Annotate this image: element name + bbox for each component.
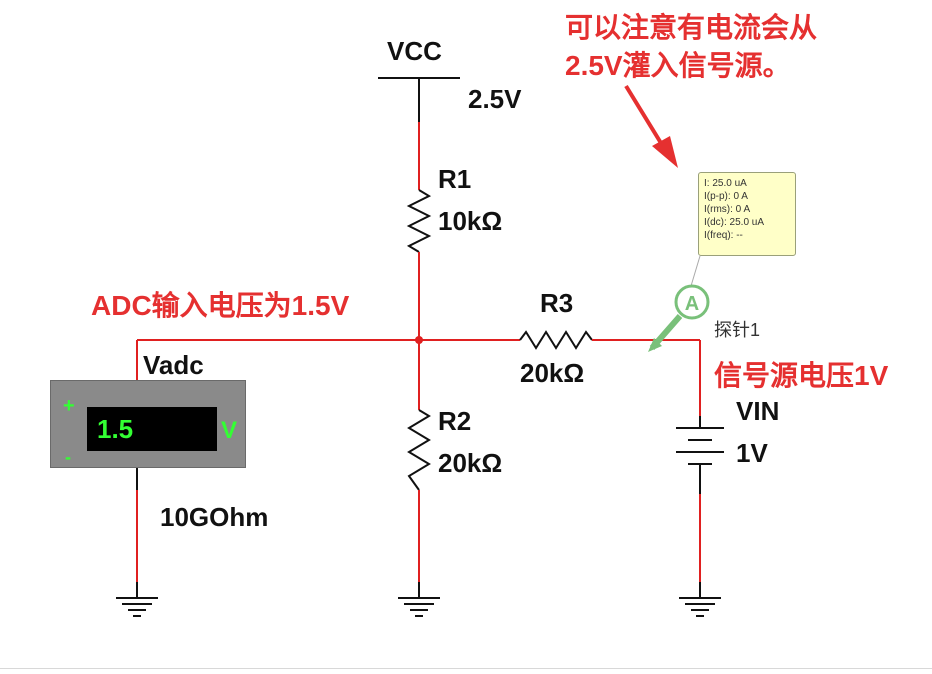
probe-circle[interactable] bbox=[674, 284, 710, 320]
probe-name: 探针1 bbox=[714, 320, 761, 340]
source-voltage-note: 信号源电压1V bbox=[714, 360, 889, 391]
probe-readout-dc: I(dc): 25.0 uA bbox=[704, 217, 765, 228]
probe-symbol: A bbox=[685, 293, 699, 315]
probe-readout-freq: I(freq): -- bbox=[704, 230, 743, 241]
r2-value: 20kΩ bbox=[438, 448, 503, 478]
annotation-arrow-shaft bbox=[624, 84, 666, 150]
voltmeter[interactable]: + - 1.5 V bbox=[50, 380, 246, 468]
probe-readout-tooltip: I: 25.0 uA I(p-p): 0 A I(rms): 0 A I(dc)… bbox=[698, 172, 796, 256]
probe-readout-current: I: 25.0 uA bbox=[704, 178, 747, 189]
top-note-line1: 可以注意有电流会从 bbox=[565, 12, 818, 43]
meter-plus-terminal: + bbox=[63, 395, 75, 417]
probe-readout-rms: I(rms): 0 A bbox=[704, 204, 751, 215]
meter-display: 1.5 bbox=[87, 407, 217, 451]
r3-label: R3 bbox=[540, 288, 574, 318]
ground-symbol-r2 bbox=[398, 597, 440, 617]
probe-needle-tip bbox=[648, 338, 662, 352]
r3-value: 20kΩ bbox=[520, 358, 585, 388]
r2-resistor bbox=[407, 409, 431, 491]
vin-value: 1V bbox=[736, 438, 768, 468]
r3-resistor bbox=[519, 330, 593, 350]
meter-unit: V bbox=[221, 417, 238, 444]
top-note-line2: 2.5V灌入信号源。 bbox=[565, 50, 791, 81]
adc-voltage-note: ADC输入电压为1.5V bbox=[91, 290, 350, 321]
voltmeter-resistance: 10GOhm bbox=[160, 502, 269, 532]
r1-resistor bbox=[406, 189, 432, 253]
voltmeter-label: Vadc bbox=[143, 350, 204, 380]
ground-symbol-meter bbox=[116, 597, 158, 617]
annotation-arrow-head bbox=[652, 136, 678, 168]
vcc-value: 2.5V bbox=[468, 84, 522, 114]
vcc-label: VCC bbox=[387, 36, 442, 66]
meter-minus-terminal: - bbox=[65, 447, 71, 467]
r1-value: 10kΩ bbox=[438, 206, 503, 236]
r1-label: R1 bbox=[438, 164, 472, 194]
ground-symbol-vin bbox=[679, 597, 721, 617]
vin-label: VIN bbox=[736, 396, 780, 426]
bottom-divider bbox=[0, 668, 932, 669]
probe-readout-pp: I(p-p): 0 A bbox=[704, 191, 748, 202]
r2-label: R2 bbox=[438, 406, 472, 436]
